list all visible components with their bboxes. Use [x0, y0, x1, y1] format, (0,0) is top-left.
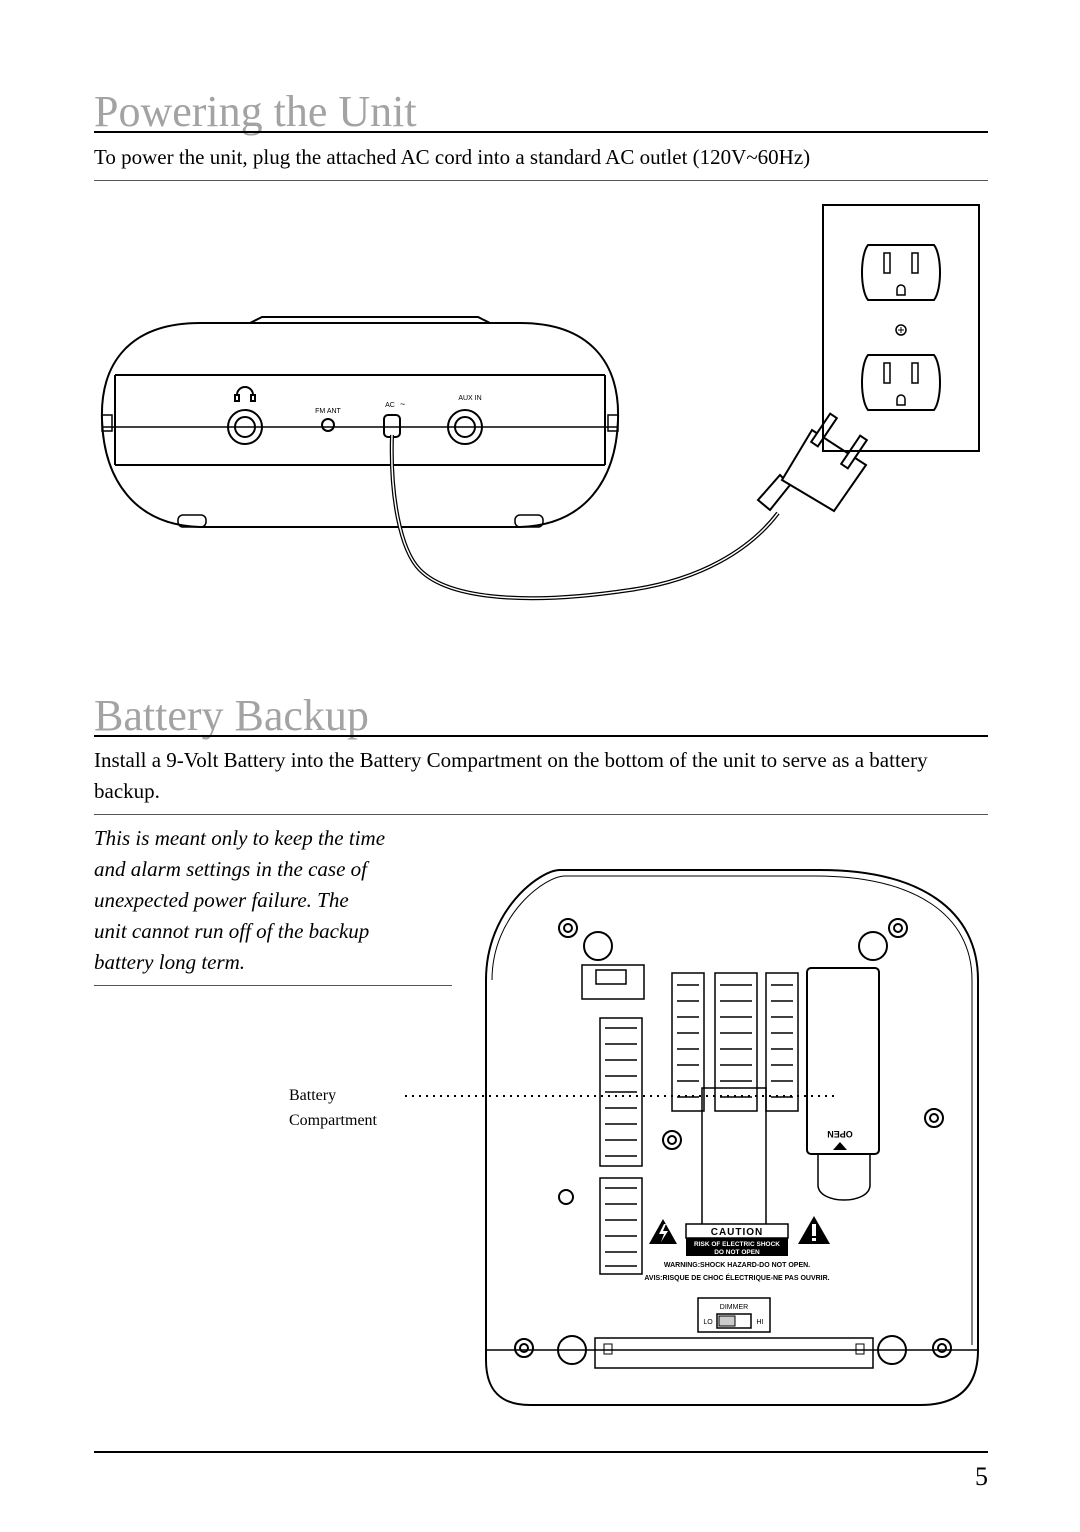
open-label: OPEN: [827, 1129, 853, 1139]
note-line: battery long term.: [94, 950, 246, 974]
ac-tilde-icon: ~: [400, 399, 405, 409]
dimmer-lo-label: LO: [703, 1319, 713, 1326]
battery-note: This is meant only to keep the time and …: [94, 823, 474, 978]
open-arrow-icon: [833, 1142, 847, 1150]
section-heading-powering: Powering the Unit: [94, 87, 417, 136]
battery-instructions: Install a 9-Volt Battery into the Batter…: [94, 748, 928, 803]
ac-power-diagram: FM ANT AC ~ AUX IN: [100, 204, 980, 601]
note-rule: [94, 985, 452, 986]
dimmer-label: DIMMER: [720, 1304, 748, 1311]
fm-ant-label: FM ANT: [315, 408, 341, 415]
note-line: unit cannot run off of the backup: [94, 919, 370, 943]
heading-rule: [94, 131, 988, 133]
powering-instructions: To power the unit, plug the attached AC …: [94, 145, 811, 169]
caution-line: DO NOT OPEN: [714, 1249, 760, 1256]
battery-compartment-callout: Battery Compartment: [289, 1083, 377, 1133]
heading-rule: [94, 735, 988, 737]
paragraph-rule: [94, 180, 988, 181]
callout-line: Battery: [289, 1087, 337, 1104]
caution-line: RISK OF ELECTRIC SHOCK: [694, 1241, 780, 1248]
callout-line: Compartment: [289, 1112, 377, 1129]
caution-avis-text: AVIS:RISQUE DE CHOC ÉLECTRIQUE-NE PAS OU…: [644, 1273, 829, 1282]
footer-rule: [94, 1451, 988, 1453]
caution-title: CAUTION: [711, 1227, 764, 1238]
note-line: This is meant only to keep the time: [94, 826, 386, 850]
caution-warning-text: WARNING:SHOCK HAZARD-DO NOT OPEN.: [664, 1262, 810, 1269]
note-line: and alarm settings in the case of: [94, 857, 367, 881]
dimmer-hi-label: HI: [757, 1319, 764, 1326]
ac-label: AC: [385, 402, 395, 409]
aux-in-label: AUX IN: [458, 395, 481, 402]
note-line: unexpected power failure. The: [94, 888, 349, 912]
page-number: 5: [975, 1462, 988, 1491]
unit-bottom-diagram: OPEN CAUTION RISK OF ELECTRIC SHOCK DO N…: [405, 869, 979, 1406]
paragraph-rule: [94, 814, 988, 815]
section-heading-battery: Battery Backup: [94, 691, 369, 740]
